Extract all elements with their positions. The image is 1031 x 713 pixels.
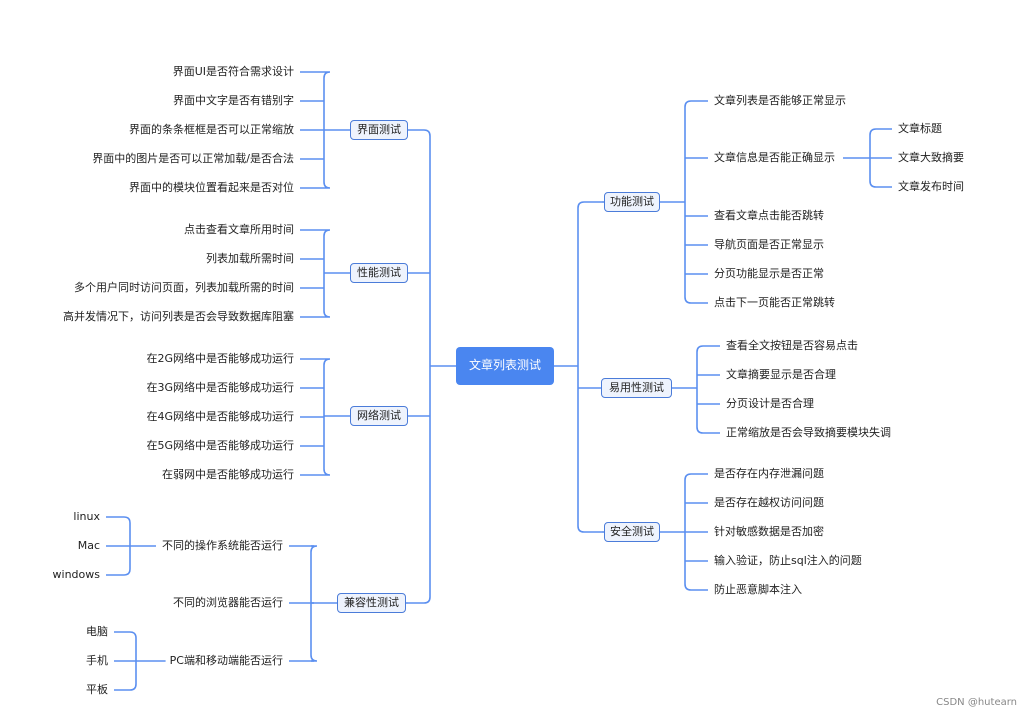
right-branch-1-items-stub-3 xyxy=(696,426,720,434)
right-trunk-stub-0 xyxy=(577,201,602,209)
left-1-item-0[interactable]: 点击查看文章所用时间 xyxy=(184,223,294,236)
left-0-item-3[interactable]: 界面中的图片是否可以正常加载/是否合法 xyxy=(92,152,294,165)
left-3-item-1[interactable]: 不同的浏览器能否运行 xyxy=(173,596,283,609)
left-1-item-3[interactable]: 高并发情况下，访问列表是否会导致数据库阻塞 xyxy=(63,310,294,323)
right-branch-0-items-stub-5 xyxy=(684,296,708,304)
left-branch-0-items-stub-0 xyxy=(323,71,331,79)
right-trunk-stub-2 xyxy=(577,525,602,533)
left-0-item-0[interactable]: 界面UI是否符合需求设计 xyxy=(172,65,294,78)
right-1-item-2[interactable]: 分页设计是否合理 xyxy=(726,397,814,410)
left-2-item-0[interactable]: 在2G网络中是否能够成功运行 xyxy=(146,352,294,365)
right-1-item-0[interactable]: 查看全文按钮是否容易点击 xyxy=(726,339,858,352)
left-3-0-sub-stub-2 xyxy=(106,568,131,576)
right-2-item-1[interactable]: 是否存在越权访问问题 xyxy=(714,496,824,509)
left-3-2-sub-stub-0 xyxy=(114,631,137,639)
branch-2-right[interactable]: 安全测试 xyxy=(604,522,660,542)
branch-1-left[interactable]: 性能测试 xyxy=(350,263,408,283)
branch-0-left[interactable]: 界面测试 xyxy=(350,120,408,140)
right-1-item-1[interactable]: 文章摘要显示是否合理 xyxy=(726,368,836,381)
watermark: CSDN @hutearn xyxy=(936,697,1017,708)
left-3-item-2[interactable]: PC端和移动端能否运行 xyxy=(169,654,283,667)
left-0-item-4[interactable]: 界面中的模块位置看起来是否对位 xyxy=(129,181,294,194)
right-2-item-3[interactable]: 输入验证，防止sql注入的问题 xyxy=(714,554,862,567)
branch-2-left[interactable]: 网络测试 xyxy=(350,406,408,426)
branch-1-right[interactable]: 易用性测试 xyxy=(601,378,672,398)
right-0-1-child-2[interactable]: 文章发布时间 xyxy=(898,180,964,193)
left-branch-1-items-stub-3 xyxy=(323,310,331,318)
right-0-item-0[interactable]: 文章列表是否能够正常显示 xyxy=(714,94,846,107)
left-branch-1-items-stub-0 xyxy=(323,229,331,237)
left-trunk-stub-3 xyxy=(408,596,431,604)
left-3-2-sub-stub-2 xyxy=(114,683,137,691)
right-2-item-2[interactable]: 针对敏感数据是否加密 xyxy=(714,525,824,538)
left-branch-3-items-stub-0 xyxy=(310,545,318,553)
right-0-item-4[interactable]: 分页功能显示是否正常 xyxy=(714,267,824,280)
right-branch-1-items-stub-0 xyxy=(696,345,720,353)
left-branch-3-items-stub-2 xyxy=(310,654,318,662)
left-branch-2-items-stub-0 xyxy=(323,358,331,366)
right-2-item-0[interactable]: 是否存在内存泄漏问题 xyxy=(714,467,824,480)
left-branch-2-items-stub-4 xyxy=(323,468,331,476)
right-branch-2-items-stub-4 xyxy=(684,583,708,591)
left-trunk-stub-0 xyxy=(408,129,431,137)
right-2-item-4[interactable]: 防止恶意脚本注入 xyxy=(714,583,802,596)
left-3-0-child-2[interactable]: windows xyxy=(52,568,100,581)
left-1-item-1[interactable]: 列表加载所需时间 xyxy=(206,252,294,265)
right-0-1-sub-stub-0 xyxy=(869,128,892,136)
right-branch-0-items-stub-0 xyxy=(684,100,708,108)
right-branch-2-items-stub-0 xyxy=(684,473,708,481)
left-branch-0-items-stub-4 xyxy=(323,181,331,189)
left-3-0-child-1[interactable]: Mac xyxy=(77,539,100,552)
left-2-item-3[interactable]: 在5G网络中是否能够成功运行 xyxy=(146,439,294,452)
right-0-1-child-1[interactable]: 文章大致摘要 xyxy=(898,151,964,164)
left-3-0-child-0[interactable]: linux xyxy=(73,510,100,523)
root-node[interactable]: 文章列表测试 xyxy=(456,347,554,385)
right-1-item-3[interactable]: 正常缩放是否会导致摘要模块失调 xyxy=(726,426,891,439)
left-3-0-sub-stub-0 xyxy=(106,516,131,524)
right-0-1-child-0[interactable]: 文章标题 xyxy=(898,122,942,135)
left-3-2-child-2[interactable]: 平板 xyxy=(86,683,108,696)
right-0-item-1[interactable]: 文章信息是否能正确显示 xyxy=(714,151,835,164)
left-3-item-0[interactable]: 不同的操作系统能否运行 xyxy=(162,539,283,552)
left-0-item-2[interactable]: 界面的条条框框是否可以正常缩放 xyxy=(129,123,294,136)
left-3-2-child-0[interactable]: 电脑 xyxy=(86,625,108,638)
left-2-item-1[interactable]: 在3G网络中是否能够成功运行 xyxy=(146,381,294,394)
right-0-1-sub-stub-2 xyxy=(869,180,892,188)
left-0-item-1[interactable]: 界面中文字是否有错别字 xyxy=(173,94,294,107)
left-3-2-child-1[interactable]: 手机 xyxy=(86,654,108,667)
branch-0-right[interactable]: 功能测试 xyxy=(604,192,660,212)
left-1-item-2[interactable]: 多个用户同时访问页面，列表加载所需的时间 xyxy=(74,281,294,294)
right-0-item-5[interactable]: 点击下一页能否正常跳转 xyxy=(714,296,835,309)
branch-3-left[interactable]: 兼容性测试 xyxy=(337,593,406,613)
left-2-item-4[interactable]: 在弱网中是否能够成功运行 xyxy=(162,468,294,481)
right-0-item-3[interactable]: 导航页面是否正常显示 xyxy=(714,238,824,251)
right-0-item-2[interactable]: 查看文章点击能否跳转 xyxy=(714,209,824,222)
left-2-item-2[interactable]: 在4G网络中是否能够成功运行 xyxy=(146,410,294,423)
